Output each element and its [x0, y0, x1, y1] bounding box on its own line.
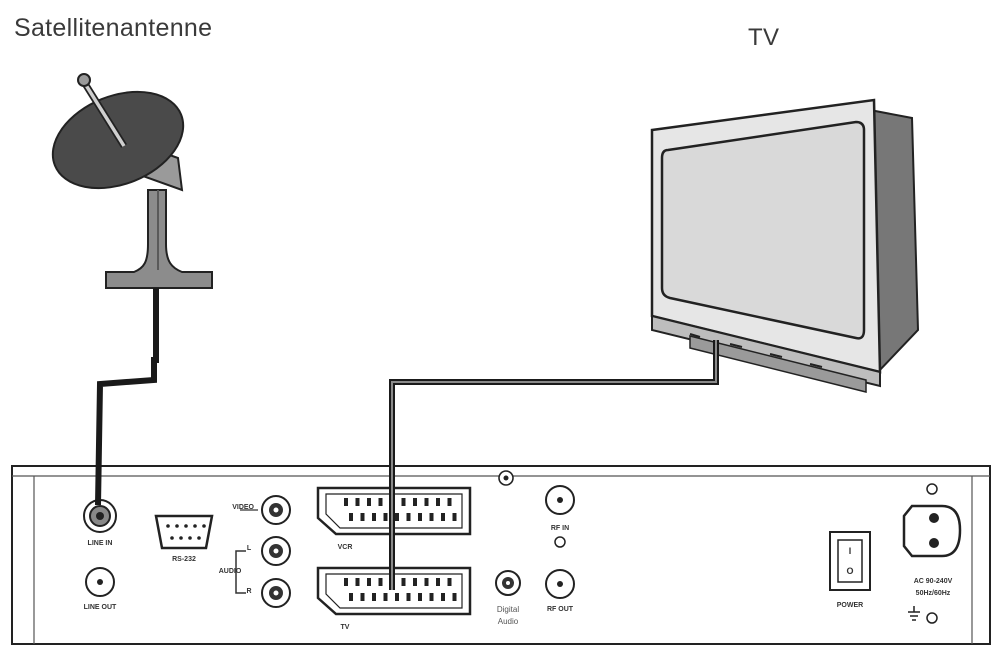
scart-pin	[372, 593, 376, 601]
switch-on-mark: I	[848, 546, 852, 556]
rf-out-port	[545, 569, 575, 599]
line-in-port	[83, 499, 117, 533]
digital-label: Digital	[496, 605, 520, 614]
dish-feed-arm-highlight	[82, 81, 126, 147]
ac-voltage-label: AC 90-240V	[913, 578, 953, 585]
switch-off-mark: O	[846, 566, 854, 576]
scart-pin	[418, 513, 422, 521]
audio-word-label: Audio	[497, 617, 519, 626]
vcr-label: VCR	[337, 544, 353, 551]
scart-pin	[367, 578, 371, 586]
scart-pin	[441, 513, 445, 521]
scart-pin	[441, 593, 445, 601]
audio-r-port	[261, 578, 291, 608]
cables	[95, 288, 719, 590]
line-out-label: LINE OUT	[83, 604, 117, 611]
scart-pin	[406, 513, 411, 521]
scart-pin	[378, 498, 383, 506]
scart-pin	[413, 578, 417, 586]
rs232-port	[154, 514, 214, 550]
audio-label: AUDIO	[218, 568, 242, 575]
scart-pin	[378, 578, 383, 586]
ac-power-socket	[902, 483, 962, 624]
lnb-head	[77, 73, 91, 87]
tv-label: TV	[748, 24, 780, 51]
power-label: POWER	[836, 602, 864, 609]
audio-r-label: R	[246, 588, 252, 595]
scart-pin	[349, 593, 353, 601]
power-switch	[829, 531, 871, 591]
scart-pin	[360, 513, 365, 521]
scart-pin	[401, 578, 406, 586]
ac-frequency-label: 50Hz/60Hz	[915, 590, 951, 597]
scart-pin	[349, 513, 353, 521]
scart-pin	[429, 513, 434, 521]
receiver-rear-panel	[11, 465, 991, 645]
scart-pin	[452, 593, 457, 601]
rf-in-port	[545, 485, 575, 548]
scart-pin	[429, 593, 434, 601]
scart-pin	[383, 513, 388, 521]
audio-l-label: L	[246, 545, 252, 552]
television	[650, 98, 920, 393]
scart-pin	[344, 498, 348, 506]
satellite-antenna-label: Satellitenantenne	[14, 14, 213, 42]
scart-pin	[383, 593, 388, 601]
scart-pin	[452, 513, 457, 521]
scart-pin	[355, 578, 360, 586]
scart-pin	[447, 498, 452, 506]
rs232-label: RS-232	[172, 556, 196, 563]
video-port	[261, 495, 291, 525]
tv-scart-label: TV	[340, 624, 350, 631]
tv-screen	[660, 120, 866, 340]
rf-out-label: RF OUT	[546, 606, 574, 613]
scart-pin	[401, 498, 406, 506]
scart-pin	[395, 593, 399, 601]
scart-pin	[447, 578, 452, 586]
scart-pin	[344, 578, 348, 586]
scart-pin	[424, 498, 429, 506]
ground-icon	[908, 606, 920, 621]
video-label: VIDEO	[232, 504, 254, 511]
scart-pin	[413, 498, 417, 506]
audio-bracket	[235, 550, 246, 594]
tv-base	[689, 335, 867, 393]
rf-in-label: RF IN	[550, 525, 570, 532]
receiver-outline	[11, 465, 991, 645]
scart-pin	[418, 593, 422, 601]
scart-pin	[406, 593, 411, 601]
scart-pin	[395, 513, 399, 521]
scart-pin	[372, 513, 376, 521]
line-in-label: LINE IN	[87, 540, 113, 547]
line-out-port	[85, 567, 115, 597]
scart-pin	[424, 578, 429, 586]
scart-pin	[355, 498, 360, 506]
digital-audio-port	[495, 570, 521, 596]
satellite-dish	[51, 73, 213, 289]
scart-pin	[436, 498, 440, 506]
audio-l-port	[261, 536, 291, 566]
scart-pin	[436, 578, 440, 586]
scart-pin	[367, 498, 371, 506]
scart-pin	[360, 593, 365, 601]
